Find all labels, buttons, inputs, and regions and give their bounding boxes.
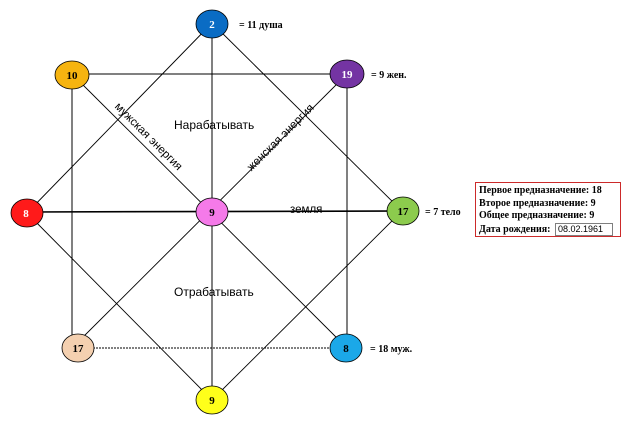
second-purpose-row: Второе предназначение: 9 [479, 198, 617, 211]
male-energy-label: мужская энергия [112, 101, 184, 173]
destiny-info-panel: Первое предназначение: 18 Второе предназ… [475, 182, 621, 237]
node-upper-right: 19 [329, 59, 365, 89]
female-energy-label: женская энергия [245, 102, 317, 174]
node-lower-left: 17 [61, 333, 95, 363]
node-center: 9 [195, 197, 229, 227]
node-bottom: 9 [195, 385, 229, 415]
node-right-circle [386, 196, 420, 226]
node-bottom-value: 9 [209, 395, 215, 407]
birth-date-row: Дата рождения: 08.02.1961 [479, 222, 617, 236]
birth-date-label: Дата рождения: [479, 223, 551, 235]
second-purpose-label: Второе предназначение: [479, 197, 589, 209]
node-lower-left-circle [61, 333, 95, 363]
node-right-side-label: = 7 тело [425, 207, 461, 218]
general-purpose-label: Общее предназначение: [479, 210, 587, 221]
upper-zone-label: Нарабатывать [174, 118, 254, 132]
node-left-circle [10, 198, 44, 228]
node-right: 17 [386, 196, 420, 226]
node-upper-right-side-label: = 9 жен. [371, 70, 407, 81]
diamond [26, 22, 403, 401]
birth-date-field[interactable]: 08.02.1961 [554, 222, 613, 236]
diamond-upper-right-edge [211, 22, 403, 212]
node-lower-right-side-label: = 18 муж. [370, 344, 413, 355]
diamond-upper-left-edge [26, 22, 213, 214]
node-upper-right-value: 19 [342, 69, 354, 81]
node-top-circle [195, 9, 229, 39]
earth-label: земля [290, 204, 322, 216]
lower-zone-label: Отрабатывать [174, 285, 254, 299]
node-lower-right-circle [329, 333, 363, 363]
first-purpose-row: Первое предназначение: 18 [479, 185, 617, 198]
node-upper-left: 10 [54, 60, 90, 90]
node-left-value: 8 [23, 208, 29, 220]
node-upper-left-circle [54, 60, 90, 90]
node-upper-right-circle [329, 59, 365, 89]
node-lower-left-value: 17 [73, 343, 85, 355]
node-top-value: 2 [209, 19, 215, 31]
node-lower-right: 8 [329, 333, 363, 363]
node-lower-right-value: 8 [343, 343, 349, 355]
node-upper-left-value: 10 [67, 70, 79, 82]
second-purpose-value: 9 [590, 197, 596, 209]
node-center-circle [195, 197, 229, 227]
node-top-side-label: = 11 душа [239, 20, 283, 31]
node-center-value: 9 [209, 207, 215, 219]
first-purpose-value: 18 [591, 185, 602, 196]
diamond-lower-left-edge [26, 212, 213, 401]
general-purpose-row: Общее предназначение: 9 [479, 210, 617, 223]
node-right-value: 17 [398, 206, 410, 218]
diamond-lower-right-edge [211, 210, 403, 401]
node-top: 2 [195, 9, 229, 39]
first-purpose-label: Первое предназначение: [479, 185, 590, 196]
node-left: 8 [10, 198, 44, 228]
general-purpose-value: 9 [589, 210, 595, 221]
node-bottom-circle [195, 385, 229, 415]
